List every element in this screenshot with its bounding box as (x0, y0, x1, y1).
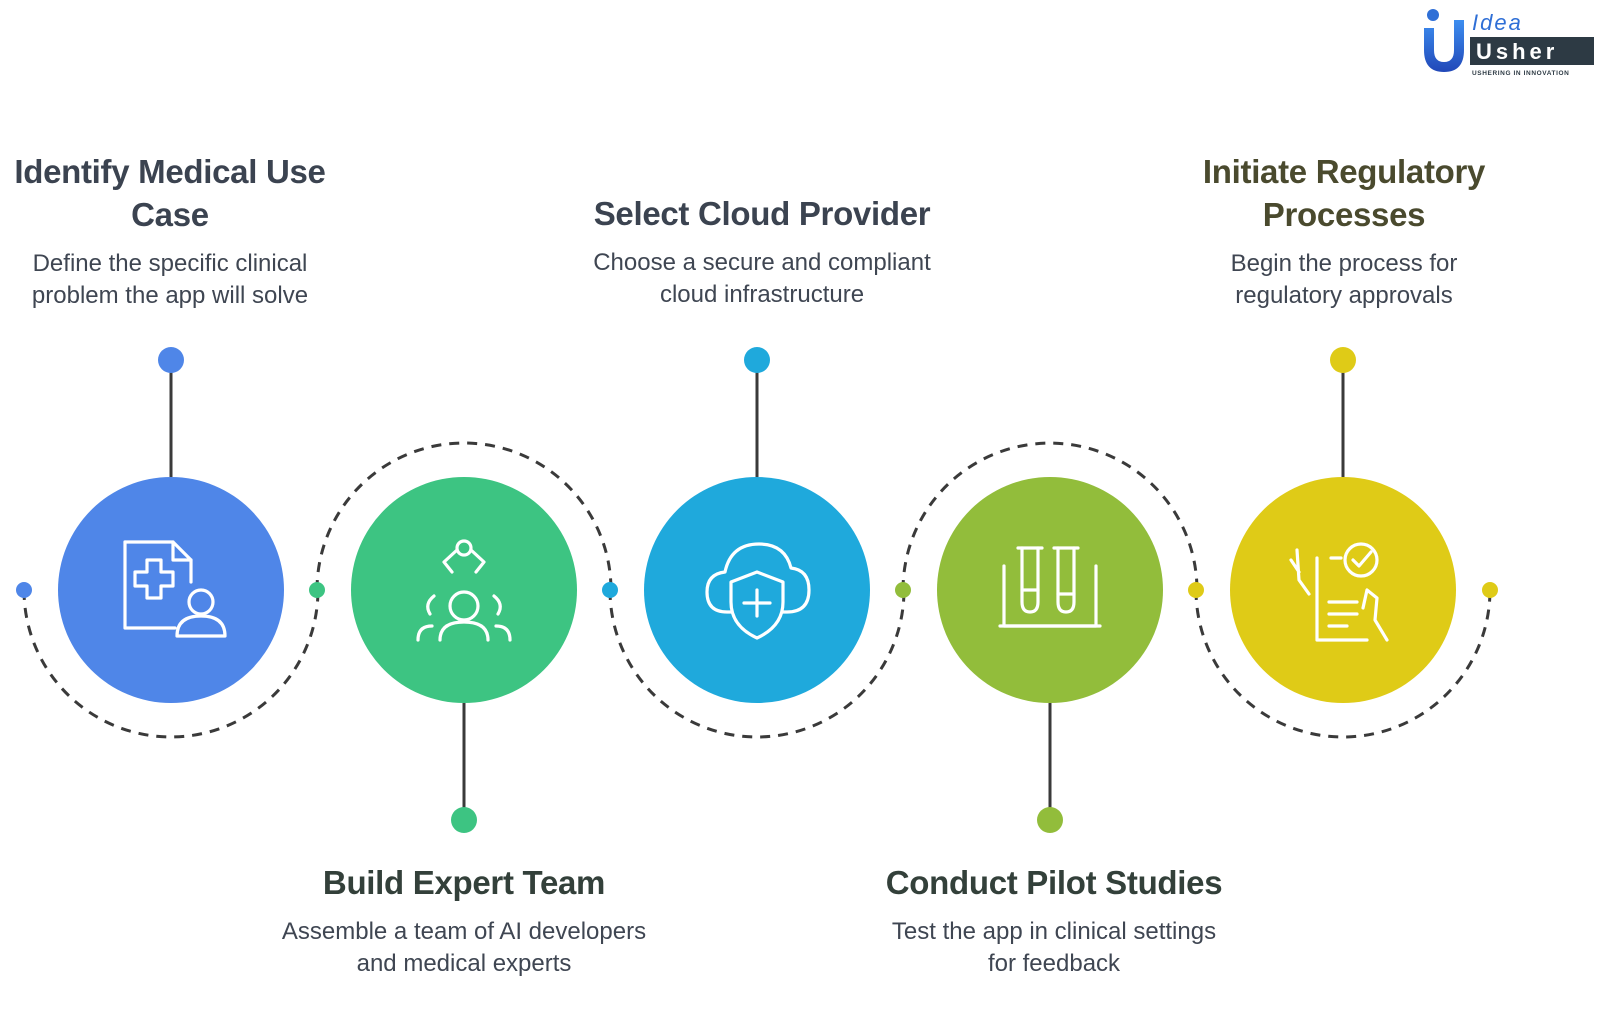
stem-dot-5 (1330, 347, 1356, 373)
logo-tagline: USHERING IN INNOVATION (1472, 70, 1569, 77)
step-circle-4 (937, 477, 1163, 703)
regulatory-checklist-icon (1289, 542, 1389, 642)
test-tubes-icon (998, 546, 1102, 628)
junction-dot-1 (16, 582, 32, 598)
step-2-title: Build Expert Team (322, 864, 606, 901)
step-circle-5 (1230, 477, 1456, 703)
step-1-text: Identify Medical Use Case Define the spe… (0, 150, 340, 312)
logo-name-line2: Usher (1476, 39, 1558, 64)
step-5-text: Initiate Regulatory Processes Begin the … (1184, 150, 1504, 312)
cloud-shield-icon (705, 542, 811, 640)
step-circle-1 (58, 477, 284, 703)
step-4-title: Conduct Pilot Studies (885, 864, 1223, 901)
step-3-title: Select Cloud Provider (593, 195, 931, 232)
junction-dot-2 (309, 582, 325, 598)
junction-dot-4 (895, 582, 911, 598)
stem-dot-1 (158, 347, 184, 373)
medical-document-user-icon (123, 540, 227, 638)
step-2-text: Build Expert Team Assemble a team of AI … (274, 861, 654, 980)
junction-dot-end (1482, 582, 1498, 598)
step-3-text: Select Cloud Provider Choose a secure an… (570, 192, 954, 311)
step-5-description: Begin the process for regulatory approva… (1230, 250, 1458, 309)
stem-dot-2 (451, 807, 477, 833)
logo-name-line1: Idea (1472, 10, 1523, 35)
stem-dot-3 (744, 347, 770, 373)
team-robot-arm-icon (416, 539, 512, 642)
idea-usher-logo-icon: Idea Usher USHERING IN INNOVATION (1424, 9, 1594, 77)
step-3-description: Choose a secure and compliant cloud infr… (593, 249, 931, 308)
step-5-title: Initiate Regulatory Processes (1202, 153, 1486, 233)
step-2-description: Assemble a team of AI developers and med… (281, 918, 647, 977)
junction-dot-3 (602, 582, 618, 598)
junction-dot-5 (1188, 582, 1204, 598)
step-4-text: Conduct Pilot Studies Test the app in cl… (864, 861, 1244, 980)
step-circle-2 (351, 477, 577, 703)
step-1-title: Identify Medical Use Case (14, 153, 326, 233)
step-1-description: Define the specific clinical problem the… (31, 250, 309, 309)
stem-dot-4 (1037, 807, 1063, 833)
brand-logo: Idea Usher USHERING IN INNOVATION (1420, 6, 1595, 78)
step-4-description: Test the app in clinical settings for fe… (891, 918, 1217, 977)
